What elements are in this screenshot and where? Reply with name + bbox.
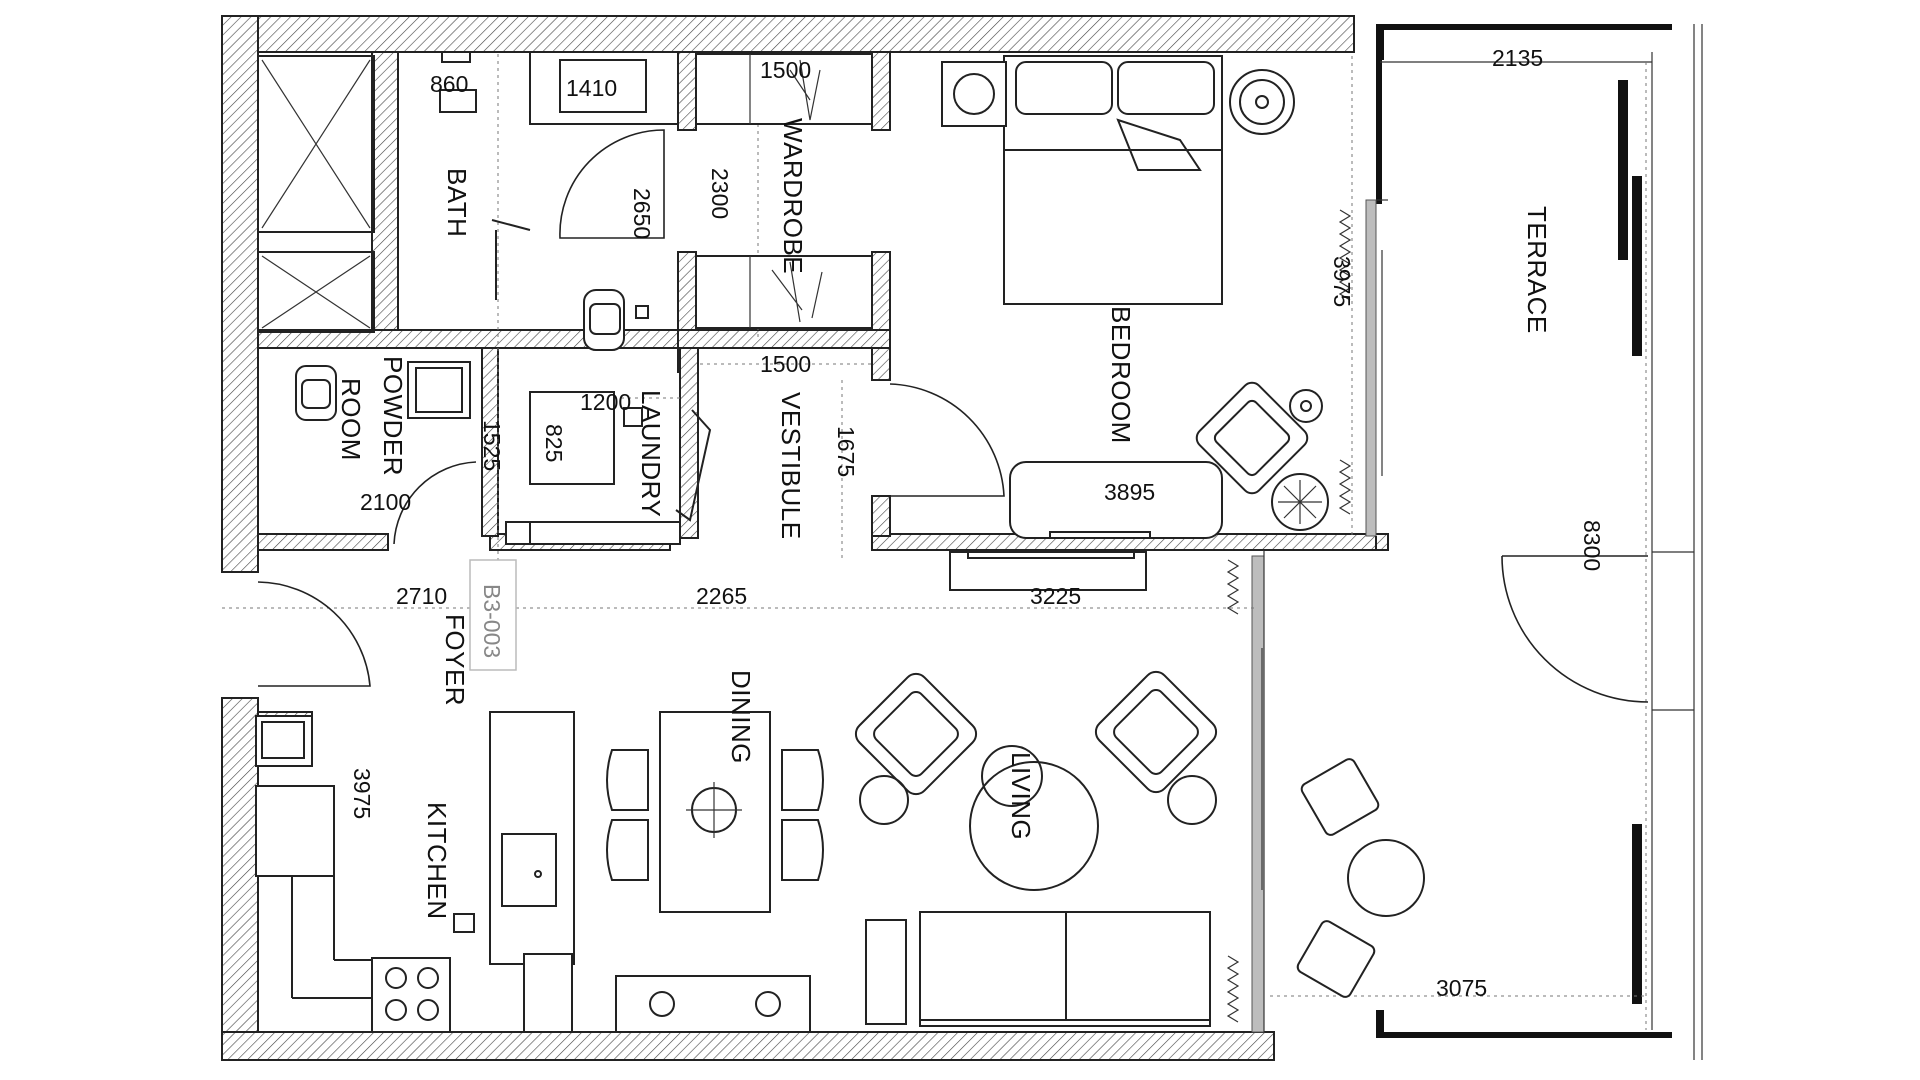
dim-terrace-8300: 8300 — [1579, 520, 1605, 571]
shower-area — [257, 55, 375, 333]
dim-bedroom-3975: 3975 — [1329, 256, 1355, 307]
bedroom-armchair — [1195, 381, 1323, 495]
dim-bath-1410: 1410 — [566, 75, 617, 101]
cooktop — [371, 957, 451, 1033]
room-label-vestibule: VESTIBULE — [776, 392, 806, 540]
room-label-powder-line1: POWDER — [378, 356, 408, 476]
glazing — [1226, 199, 1388, 1033]
room-label-powder-line2: ROOM — [336, 378, 366, 461]
entry-door-swing — [257, 581, 371, 687]
dim-terrace-3075: 3075 — [1436, 975, 1487, 1001]
dim-laundry-825: 825 — [541, 424, 567, 462]
dim-terrace-2135: 2135 — [1492, 45, 1543, 71]
dim-wardrobe-1500-top: 1500 — [760, 57, 811, 83]
nightstand — [941, 61, 1007, 127]
dimension-labels: 860 1410 1500 2300 2650 1500 2135 3975 1… — [349, 45, 1605, 1001]
unit-code-box — [469, 559, 517, 671]
bedroom-lamp — [1229, 69, 1295, 135]
dim-dining-2265: 2265 — [696, 583, 747, 609]
tv-console — [949, 551, 1147, 591]
dim-kitchen-3975: 3975 — [349, 768, 375, 819]
dim-laundry-1200: 1200 — [580, 389, 631, 415]
terrace-railing — [1376, 24, 1703, 1060]
bed — [1003, 55, 1223, 305]
dim-powder-2100: 2100 — [360, 489, 411, 515]
dining-table — [659, 711, 771, 913]
powder-room-fixtures — [295, 361, 477, 545]
room-label-wardrobe: WARDROBE — [778, 118, 808, 274]
sideboard — [615, 975, 811, 1033]
coffee-tables — [969, 745, 1099, 891]
room-labels: BATH WARDROBE BEDROOM TERRACE POWDER ROO… — [336, 118, 1552, 920]
wardrobe-units — [695, 53, 873, 329]
dim-living-3225: 3225 — [1030, 583, 1081, 609]
dining-chairs — [606, 749, 824, 881]
dim-vestibule-1675: 1675 — [833, 426, 859, 477]
dim-wardrobe-2300: 2300 — [707, 168, 733, 219]
bedroom-plant — [1271, 473, 1329, 531]
room-label-foyer: FOYER — [440, 614, 470, 706]
room-label-bedroom: BEDROOM — [1106, 306, 1136, 444]
dim-wardrobe-1500-bottom: 1500 — [760, 351, 811, 377]
terrace-furniture — [1296, 758, 1425, 998]
dim-bath-860: 860 — [430, 71, 468, 97]
living-armchairs — [854, 670, 1218, 825]
dim-powder-1525: 1525 — [479, 420, 505, 471]
room-label-terrace: TERRACE — [1522, 206, 1552, 334]
room-label-living: LIVING — [1006, 752, 1036, 840]
room-label-laundry: LAUNDRY — [636, 390, 666, 517]
sofa — [865, 911, 1211, 1027]
laundry-fixtures — [505, 391, 712, 545]
room-label-bath: BATH — [442, 168, 472, 237]
dim-foyer-2710: 2710 — [396, 583, 447, 609]
room-label-kitchen: KITCHEN — [422, 802, 452, 920]
dim-bath-2650: 2650 — [629, 188, 655, 239]
bedroom-door-swing — [889, 383, 1005, 497]
dim-bedroom-3895: 3895 — [1104, 479, 1155, 505]
kitchen-counters — [255, 711, 575, 1033]
bath-fixtures — [439, 51, 679, 351]
terrace-door-swing — [1501, 555, 1649, 703]
unit-code: B3-003 — [479, 584, 505, 658]
bedroom-bench — [1009, 461, 1223, 539]
room-label-dining: DINING — [726, 670, 756, 764]
bath-door-swing — [559, 129, 665, 239]
